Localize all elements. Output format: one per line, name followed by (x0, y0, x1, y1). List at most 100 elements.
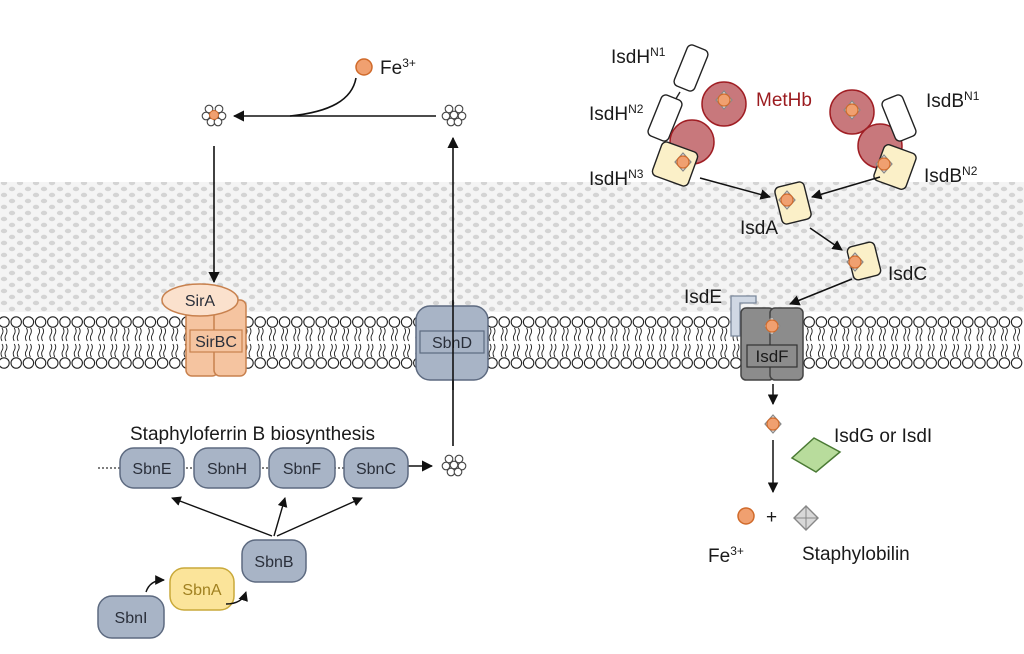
lipid-tail (732, 343, 736, 358)
lipid-tail (0, 327, 4, 342)
lipid-tail (659, 327, 663, 342)
lipid-tail (12, 343, 16, 358)
lipid-tail (602, 343, 606, 358)
lipid-head (144, 357, 157, 369)
sbnc-label: SbnC (356, 461, 396, 478)
lipid-tail (903, 327, 907, 342)
lipid-tail (504, 343, 508, 358)
isdb-n2-label: IsdBN2 (924, 164, 978, 187)
lipid-tail (358, 343, 362, 358)
arrow-isdc-to-isdf (789, 278, 853, 306)
lipid-head (59, 357, 71, 369)
lipid-head (315, 357, 327, 369)
lipid-tail (634, 327, 638, 342)
lipid-head (864, 357, 876, 369)
lipid-tail (626, 327, 630, 342)
lipid-tail (712, 343, 716, 358)
lipid-tail (638, 327, 642, 342)
lipid-tail (858, 327, 862, 342)
lipid-head (583, 316, 596, 328)
lipid-tail (53, 327, 57, 342)
lipid-tail (537, 343, 541, 358)
lipid-tail (163, 327, 167, 342)
lipid-tail (329, 343, 333, 358)
lipid-head (108, 316, 120, 328)
lipid-tail (626, 343, 630, 358)
lipid-head (95, 316, 108, 328)
isdg-enzyme (790, 437, 842, 473)
lipid-head (254, 316, 266, 328)
lipid-head (730, 357, 742, 369)
lipid-tail (256, 343, 260, 358)
lipid-tail (842, 343, 846, 358)
lipid-tail (333, 343, 337, 358)
lipid-tail (968, 343, 972, 358)
sbnb-label: SbnB (254, 554, 293, 571)
sbna-label: SbnA (182, 582, 221, 599)
lipid-tail (159, 343, 163, 358)
lipid-head (803, 316, 815, 328)
sbnf-label: SbnF (283, 461, 321, 478)
lipid-tail (4, 343, 8, 358)
lipid-tail (834, 343, 838, 358)
lipid-tail (586, 343, 590, 358)
lipid-tail (512, 343, 516, 358)
sbnd-exporter: SbnD (415, 305, 489, 381)
lipid-tail (1017, 343, 1021, 358)
lipid-tail (882, 327, 886, 342)
lipid-tail (553, 327, 557, 342)
iron-ion-top (355, 58, 373, 76)
lipid-head (632, 316, 645, 328)
lipid-tail (272, 343, 276, 358)
lipid-head (1010, 357, 1023, 369)
lipid-head (657, 357, 669, 369)
lipid-head (364, 357, 376, 369)
lipid-tail (525, 327, 529, 342)
lipid-tail (285, 343, 289, 358)
lipid-tail (663, 327, 667, 342)
lipid-tail (943, 327, 947, 342)
fe3-top-label: Fe3+ (380, 56, 416, 79)
lipid-tail (992, 343, 996, 358)
lipid-head (1010, 316, 1023, 328)
isda-label: IsdA (740, 218, 778, 239)
lipid-head (169, 316, 181, 328)
lipid-head (0, 357, 10, 369)
lipid-head (510, 357, 523, 369)
lipid-tail (537, 327, 541, 342)
lipid-head (913, 357, 925, 369)
lipid-tail (329, 327, 333, 342)
lipid-head (339, 357, 352, 369)
lipid-tail (150, 327, 154, 342)
lipid-tail (1000, 327, 1004, 342)
lipid-tail (1013, 343, 1017, 358)
lipid-head (327, 316, 340, 328)
lipid-head (71, 357, 83, 369)
lipid-tail (573, 343, 577, 358)
lipid-head (669, 357, 681, 369)
lipid-tail (73, 343, 77, 358)
lipid-tail (952, 327, 956, 342)
lipid-tail (915, 327, 919, 342)
lipid-head (156, 316, 169, 328)
lipid-tail (590, 327, 594, 342)
lipid-tail (943, 343, 947, 358)
lipid-head (291, 316, 303, 328)
lipid-tail (651, 327, 655, 342)
lipid-tail (610, 327, 614, 342)
lipid-tail (321, 343, 325, 358)
lipid-tail (992, 327, 996, 342)
lipid-tail (297, 327, 301, 342)
lipid-tail (138, 343, 142, 358)
lipid-tail (171, 343, 175, 358)
lipid-tail (683, 343, 687, 358)
lipid-head (254, 357, 266, 369)
lipid-head (95, 357, 108, 369)
lipid-tail (699, 343, 703, 358)
lipid-tail (724, 343, 728, 358)
lipid-tail (1000, 343, 1004, 358)
lipid-head (620, 316, 632, 328)
lipid-tail (516, 327, 520, 342)
arrow-sbni-to-sbna (145, 575, 165, 593)
lipid-head (364, 316, 376, 328)
